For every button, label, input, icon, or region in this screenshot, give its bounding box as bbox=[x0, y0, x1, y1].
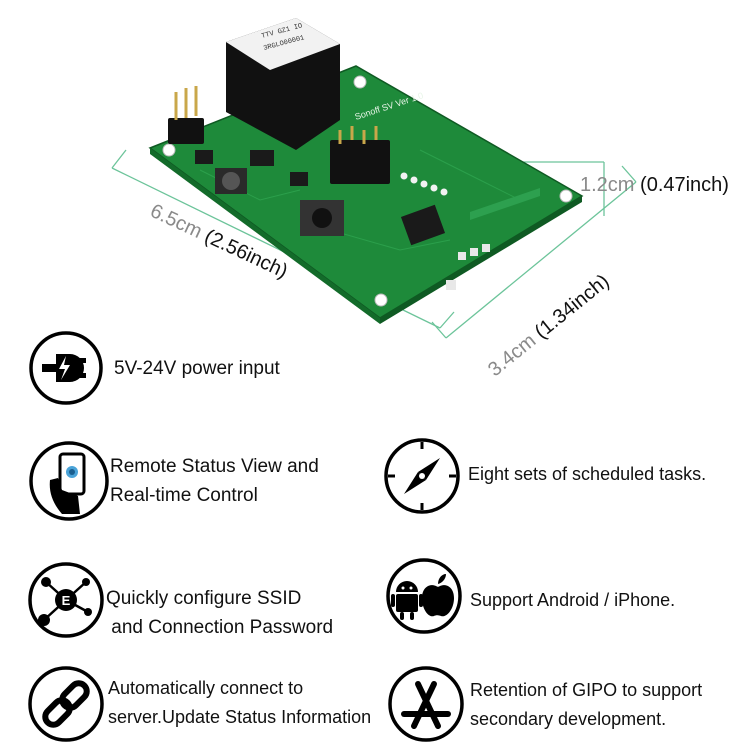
svg-text:E: E bbox=[62, 593, 71, 608]
link-chain-icon bbox=[28, 666, 104, 742]
feature-power-line-1: 5V-24V power input bbox=[114, 358, 280, 379]
feature-ssid-line-2: and Connection Password bbox=[106, 617, 334, 638]
pin-header-center bbox=[330, 140, 390, 184]
height-imperial: (0.47inch) bbox=[640, 174, 729, 196]
feature-remote: Remote Status View and Real-time Control bbox=[110, 452, 319, 510]
feature-gpio: Retention of GIPO to support secondary d… bbox=[470, 676, 702, 734]
feature-remote-line-2: Real-time Control bbox=[110, 485, 258, 506]
power-plug-icon bbox=[29, 331, 103, 405]
feature-schedule-line-1: Eight sets of scheduled tasks. bbox=[468, 464, 707, 484]
app-store-icon bbox=[388, 666, 464, 742]
feature-gpio-line-2: secondary development. bbox=[470, 709, 667, 729]
feature-remote-line-1: Remote Status View and bbox=[110, 456, 319, 477]
compass-icon bbox=[384, 438, 460, 514]
feature-autoconnect: Automatically connect to server.Update S… bbox=[108, 674, 371, 732]
feature-power: 5V-24V power input bbox=[114, 354, 280, 383]
feature-gpio-line-1: Retention of GIPO to support bbox=[470, 680, 703, 700]
feature-platforms: Support Android / iPhone. bbox=[470, 586, 675, 615]
feature-platforms-line-1: Support Android / iPhone. bbox=[470, 590, 676, 610]
height-metric: 1.2cm bbox=[580, 174, 635, 196]
feature-autoconnect-line-2: server.Update Status Information bbox=[108, 707, 372, 727]
esp-chip bbox=[400, 204, 446, 246]
pin-header-left bbox=[168, 118, 204, 144]
feature-autoconnect-line-1: Automatically connect to bbox=[108, 678, 304, 698]
feature-schedule: Eight sets of scheduled tasks. bbox=[468, 460, 706, 489]
sonoff-board-illustration: TTV GZ1 IO 3RGLO00001 Sonoff SV Ver 1.0 bbox=[111, 18, 637, 339]
height-dimension-label: 1.2cm (0.47inch) bbox=[580, 174, 729, 197]
network-nodes-icon: E bbox=[28, 562, 104, 638]
android-apple-icon bbox=[386, 558, 462, 634]
phone-hand-icon bbox=[29, 441, 109, 521]
feature-ssid-line-1: Quickly configure SSID bbox=[106, 588, 302, 609]
feature-ssid: Quickly configure SSID and Connection Pa… bbox=[106, 584, 333, 642]
